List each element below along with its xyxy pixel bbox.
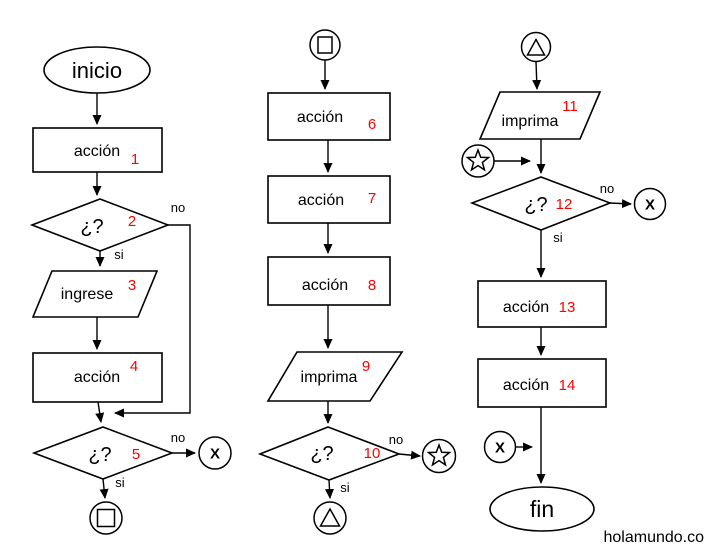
arrow-10-to-star	[398, 450, 421, 460]
column-right: imprima 11 ¿? 12 no X si acción 13 acció…	[461, 31, 667, 532]
branch-no-label-2: no	[171, 200, 185, 215]
connector-x-circle-5	[198, 436, 232, 470]
arrow-triangle-to-11	[532, 61, 542, 90]
column-middle: acción 6 acción 7 acción 8 imprima 9 ¿? …	[257, 29, 457, 535]
branch-si-label-12: si	[553, 230, 563, 245]
process-13-number: 13	[559, 299, 576, 316]
process-6-box	[267, 92, 391, 141]
output-9-label: imprima	[301, 369, 358, 386]
input-3-label: ingrese	[61, 286, 114, 303]
decision-12-number: 12	[556, 196, 573, 213]
decision-5-number: 5	[132, 446, 140, 463]
no-branch-line-2-to-5	[114, 224, 191, 418]
process-14-box	[477, 358, 607, 408]
x-connector-label-5: X	[210, 446, 220, 463]
branch-si-label-2: si	[114, 247, 124, 262]
arrow-12-to-x	[609, 199, 632, 209]
process-8-label: acción	[302, 277, 348, 294]
process-1-box	[32, 127, 163, 173]
star-connector-icon	[426, 442, 452, 467]
arrow-4-to-5	[95, 401, 105, 423]
square-connector-icon	[317, 36, 333, 54]
branch-si-label-5: si	[115, 475, 125, 490]
x-connector-label-12: X	[645, 197, 655, 214]
output-11-label: imprima	[502, 113, 559, 130]
process-13-label: acción	[503, 299, 549, 316]
output-9-parallelogram	[266, 351, 404, 402]
output-9-number: 9	[362, 358, 370, 375]
process-6-label: acción	[297, 109, 343, 126]
connector-x-circle-end	[483, 430, 517, 464]
decision-2-number: 2	[128, 213, 136, 230]
end-terminator	[489, 486, 595, 532]
output-11-number: 11	[562, 98, 578, 115]
process-4-label: acción	[74, 369, 120, 386]
process-13-box	[477, 280, 607, 328]
star-connector-icon	[465, 147, 491, 172]
process-1-label: acción	[74, 143, 120, 160]
process-7-box	[267, 175, 391, 224]
process-14-number: 14	[559, 377, 576, 394]
process-1-number: 1	[131, 151, 139, 168]
arrow-5-to-square	[99, 478, 109, 499]
x-connector-label-end: X	[495, 440, 505, 457]
column-left: inicio acción 1 ¿? 2 no si ingrese 3 acc…	[29, 46, 232, 535]
start-terminator	[43, 46, 151, 94]
branch-no-label-10: no	[389, 432, 403, 447]
connector-x-circle-12	[633, 187, 667, 221]
process-6-number: 6	[368, 116, 376, 133]
branch-si-label-10: si	[340, 480, 350, 495]
process-4-number: 4	[130, 358, 138, 375]
decision-5-label: ¿?	[88, 444, 111, 466]
decision-10-number: 10	[364, 445, 381, 462]
watermark-label: holamundo.co	[603, 529, 704, 546]
process-7-label: acción	[298, 192, 344, 209]
process-4-box	[32, 352, 163, 403]
square-connector-icon	[96, 508, 116, 528]
process-7-number: 7	[368, 190, 376, 207]
triangle-connector-icon	[319, 507, 341, 527]
end-label: fin	[530, 496, 554, 522]
arrow-10-to-triangle	[325, 479, 334, 499]
input-3-number: 3	[128, 277, 136, 294]
start-label: inicio	[72, 58, 122, 83]
branch-no-label-5: no	[171, 430, 185, 445]
process-8-box	[267, 256, 391, 306]
decision-10-label: ¿?	[310, 443, 333, 465]
triangle-connector-icon	[526, 37, 546, 56]
branch-no-label-12: no	[600, 181, 614, 196]
output-11-parallelogram	[478, 91, 602, 140]
input-3-parallelogram	[31, 270, 159, 318]
process-14-label: acción	[503, 377, 549, 394]
decision-2-label: ¿?	[80, 216, 103, 238]
decision-12-label: ¿?	[524, 194, 547, 216]
process-8-number: 8	[368, 277, 376, 294]
